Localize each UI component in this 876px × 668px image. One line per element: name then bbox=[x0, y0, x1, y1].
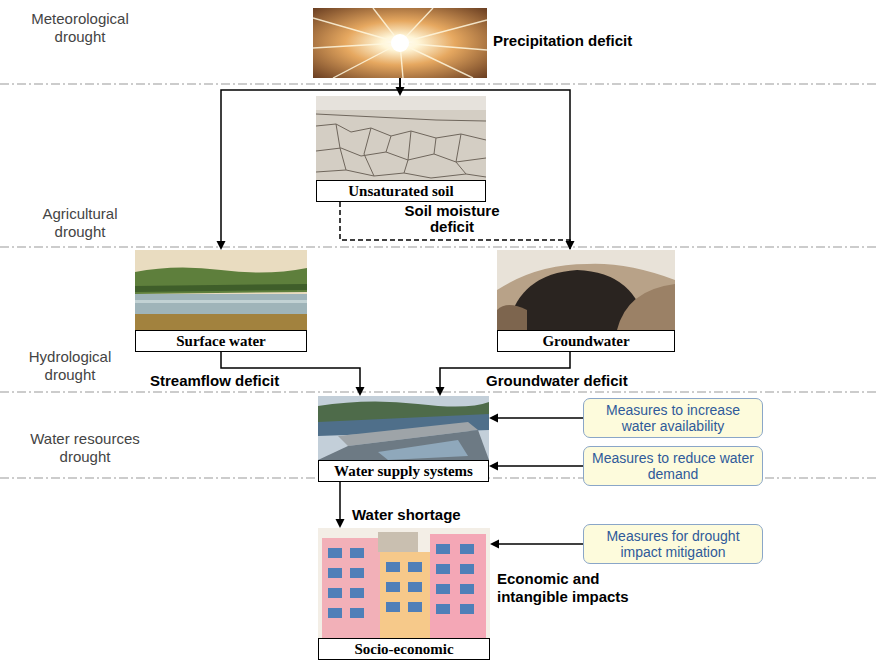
connector bbox=[336, 482, 345, 528]
deficit-label: Precipitation deficit bbox=[493, 32, 632, 49]
measure-box: Measures to reduce water demand bbox=[583, 446, 763, 486]
picture-caption: Surface water bbox=[135, 330, 307, 352]
connector-line bbox=[499, 543, 583, 545]
connector bbox=[217, 78, 401, 250]
surface-water-picture bbox=[135, 250, 307, 330]
arrow-head bbox=[436, 387, 445, 396]
sun-picture bbox=[313, 8, 487, 78]
socio-economic-node: Socio-economic bbox=[318, 528, 490, 660]
picture-caption: Socio-economic bbox=[318, 638, 490, 660]
arrow-head bbox=[489, 462, 498, 471]
connector-line bbox=[339, 482, 341, 519]
connector-line bbox=[498, 417, 583, 419]
water-supply-node: Water supply systems bbox=[318, 396, 489, 482]
soil-node: Unsaturated soil bbox=[316, 96, 486, 202]
connector bbox=[400, 78, 575, 250]
measure-text: Measures for drought impact mitigation bbox=[590, 528, 756, 560]
surface-water-node: Surface water bbox=[135, 250, 307, 352]
groundwater-cave-picture bbox=[497, 250, 675, 330]
arrow-head bbox=[217, 241, 226, 250]
picture-caption: Water supply systems bbox=[318, 460, 489, 482]
drought-type-label: Water resources drought bbox=[10, 430, 160, 466]
picture-caption: Unsaturated soil bbox=[316, 180, 486, 202]
drought-type-label: Hydrological drought bbox=[10, 348, 130, 384]
drought-type-label: Meteorological drought bbox=[20, 10, 140, 46]
connector bbox=[340, 202, 570, 250]
picture-area bbox=[318, 528, 490, 638]
picture-area bbox=[316, 96, 486, 180]
picture-caption: Groundwater bbox=[497, 330, 675, 352]
picture-area bbox=[318, 396, 489, 460]
arrow-head bbox=[489, 414, 498, 423]
measure-text: Measures to reduce water demand bbox=[590, 450, 756, 482]
measure-text: Measures to increase water availability bbox=[590, 402, 756, 434]
sun-node: Precipitation deficit bbox=[313, 8, 487, 78]
connector-line bbox=[498, 465, 583, 467]
dam-picture bbox=[318, 396, 489, 460]
arrow-head bbox=[336, 519, 345, 528]
edge-label: Groundwater deficit bbox=[484, 372, 630, 389]
connector bbox=[489, 414, 583, 423]
connector-line bbox=[221, 78, 400, 241]
picture-area bbox=[497, 250, 675, 330]
arrow-head bbox=[490, 540, 499, 549]
impact-note: Economic and intangible impacts bbox=[497, 570, 647, 606]
city-buildings-picture bbox=[318, 528, 490, 638]
cracked-soil-picture bbox=[316, 96, 486, 180]
drought-type-label: Agricultural drought bbox=[20, 205, 140, 241]
arrow-head bbox=[356, 387, 365, 396]
picture-area bbox=[135, 250, 307, 330]
measure-box: Measures for drought impact mitigation bbox=[583, 524, 763, 564]
connector-line bbox=[340, 202, 570, 250]
connector bbox=[490, 540, 583, 549]
measure-box: Measures to increase water availability bbox=[583, 398, 763, 438]
edge-label: Streamflow deficit bbox=[148, 372, 281, 389]
edge-label: Water shortage bbox=[350, 506, 463, 523]
connector bbox=[489, 462, 583, 471]
groundwater-node: Groundwater bbox=[497, 250, 675, 352]
edge-label: Soil moisture deficit bbox=[380, 203, 524, 235]
